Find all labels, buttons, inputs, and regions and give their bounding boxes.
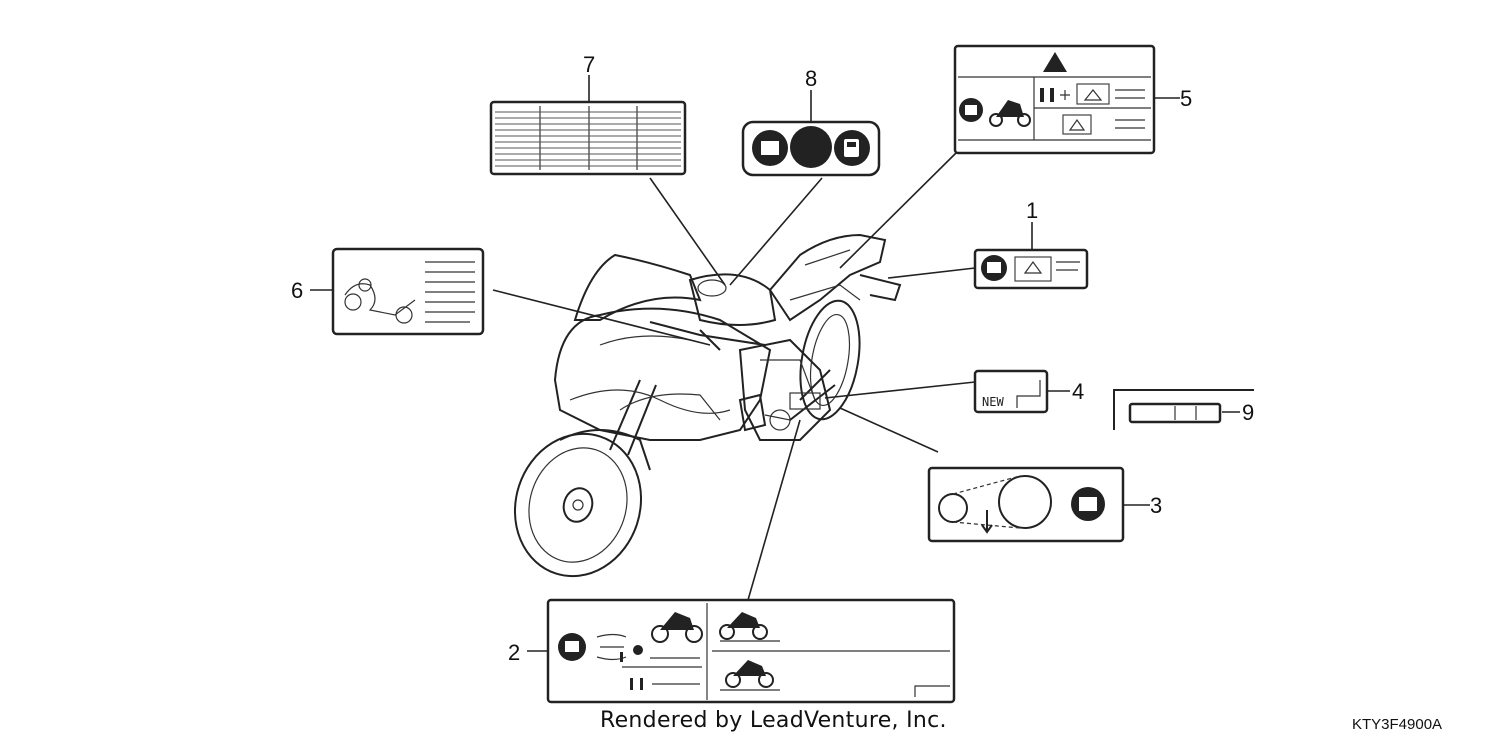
label-3 bbox=[927, 466, 1125, 543]
credit-text: Rendered by LeadVenture, Inc. bbox=[600, 708, 947, 733]
motorcycle-illustration bbox=[513, 233, 902, 578]
label-1 bbox=[973, 248, 1089, 290]
label-7 bbox=[489, 100, 687, 176]
motorcycle-icon bbox=[725, 660, 774, 688]
callout-3: 3 bbox=[1150, 493, 1162, 518]
label-5 bbox=[953, 44, 1156, 155]
leader-lines bbox=[310, 75, 1240, 652]
part-code: KTY3F4900A bbox=[1352, 716, 1443, 733]
callout-7: 7 bbox=[583, 52, 595, 77]
callout-8: 8 bbox=[805, 66, 817, 91]
label-4-text: NEW bbox=[982, 395, 1004, 409]
callout-1: 1 bbox=[1026, 198, 1038, 223]
label-6 bbox=[331, 247, 485, 336]
motorcycle-icon bbox=[651, 612, 703, 643]
callout-2: 2 bbox=[508, 640, 520, 665]
motorcycle-icon bbox=[989, 100, 1031, 127]
motorcycle-icon bbox=[719, 612, 768, 640]
person-icon bbox=[1040, 88, 1054, 102]
label-2 bbox=[546, 598, 956, 704]
callout-5: 5 bbox=[1180, 86, 1192, 111]
callout-4: 4 bbox=[1072, 379, 1084, 404]
label-9 bbox=[1113, 389, 1254, 430]
label-8 bbox=[741, 120, 881, 177]
callout-6: 6 bbox=[291, 278, 303, 303]
callout-9: 9 bbox=[1242, 400, 1254, 425]
person-icon bbox=[620, 652, 643, 690]
label-4: NEW bbox=[973, 369, 1049, 414]
